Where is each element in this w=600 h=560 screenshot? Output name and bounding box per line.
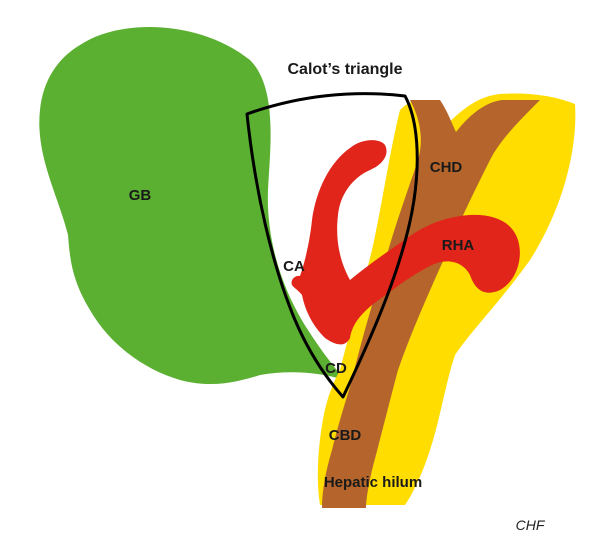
bile-duct-shape <box>322 100 540 508</box>
credit-text: CHF <box>516 517 546 533</box>
gallbladder-shape <box>39 26 345 385</box>
title-calot-triangle: Calot’s triangle <box>288 61 403 78</box>
label-gb: GB <box>129 187 152 204</box>
label-cd: CD <box>325 360 347 377</box>
label-hepatic-hilum: Hepatic hilum <box>324 474 422 491</box>
label-rha: RHA <box>442 237 475 254</box>
calot-triangle-outline <box>245 92 419 399</box>
label-cbd: CBD <box>329 427 362 444</box>
label-chd: CHD <box>430 159 463 176</box>
label-ca: CA <box>283 258 305 275</box>
